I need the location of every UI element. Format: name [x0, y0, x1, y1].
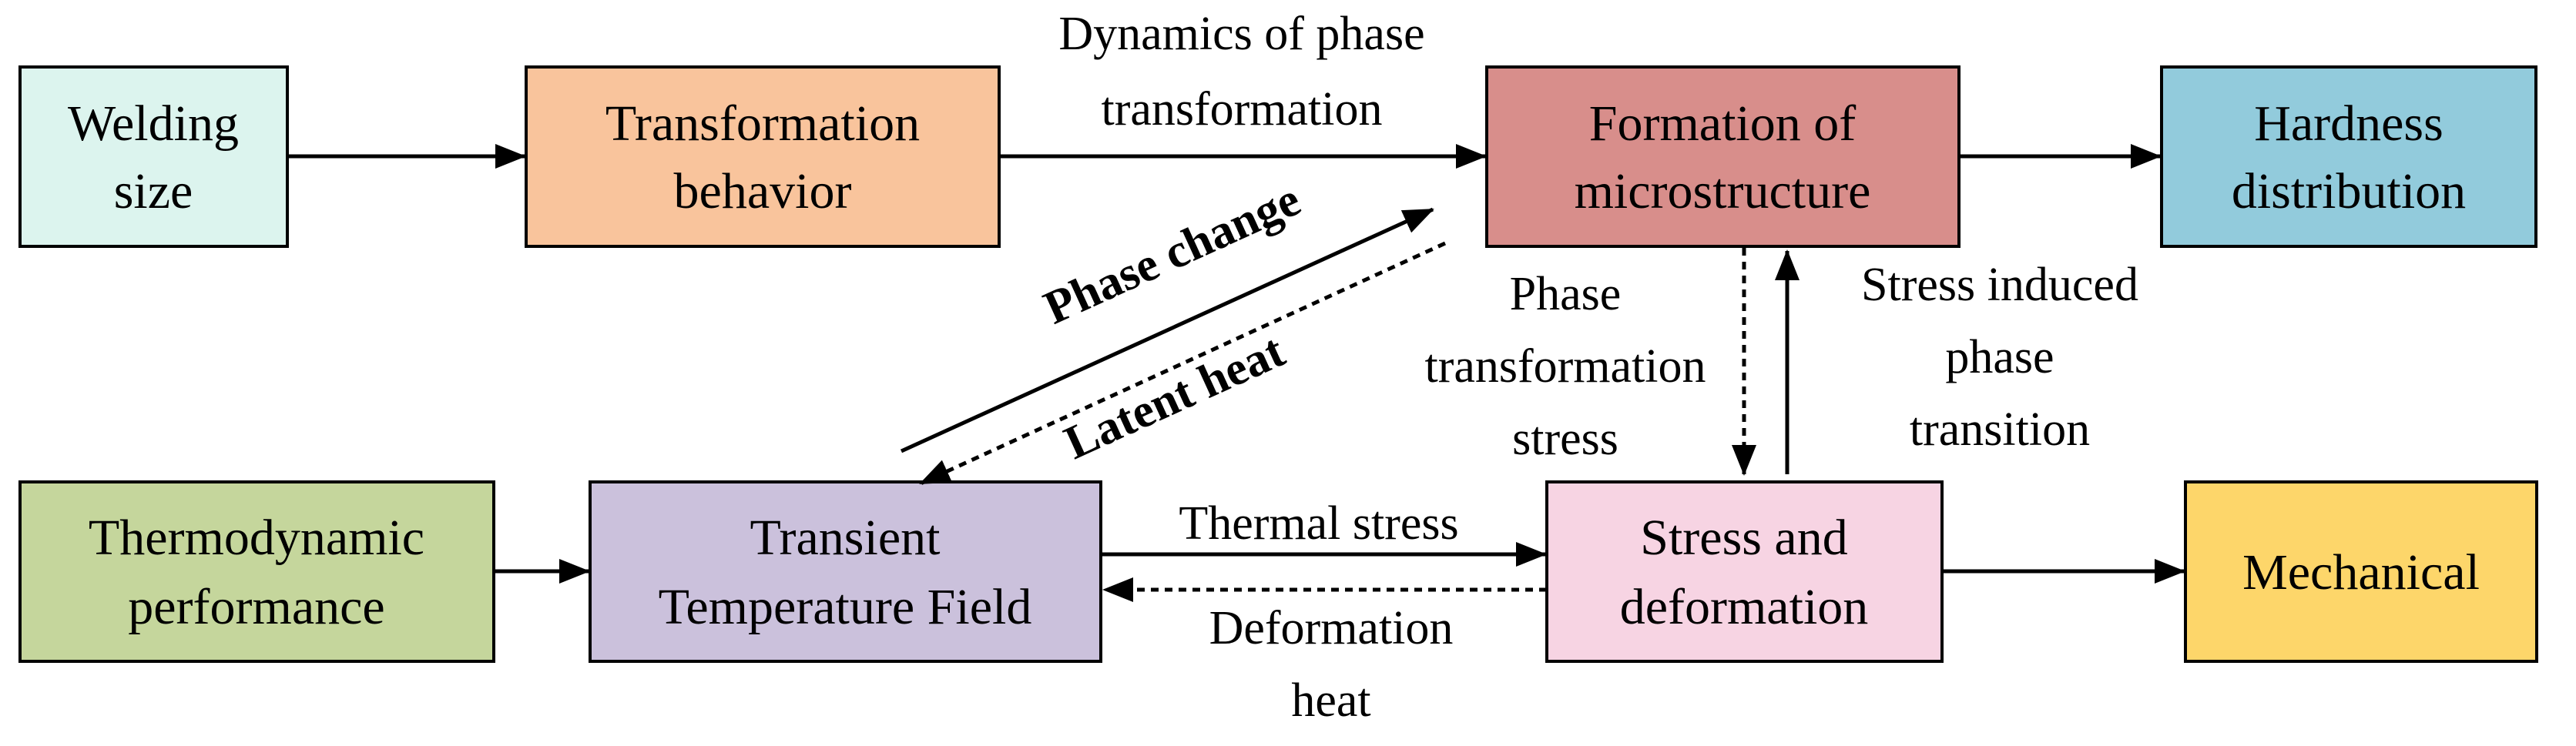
box-welding-size: Welding size: [18, 65, 289, 248]
box-label-line: Formation of: [1589, 95, 1856, 152]
box-transformation-behavior: Transformation behavior: [525, 65, 1001, 248]
box-label-line: Mechanical: [2242, 544, 2480, 600]
box-mechanical: Mechanical: [2184, 480, 2538, 663]
box-label-line: deformation: [1620, 579, 1869, 635]
box-label-line: Transformation: [605, 95, 920, 152]
label-phase-change: Phase change: [1036, 173, 1308, 335]
box-stress-and-deformation: Stress and deformation: [1545, 480, 1944, 663]
box-thermodynamic-performance: Thermodynamic performance: [18, 480, 495, 663]
label-deformation-heat: Deformation: [1209, 602, 1454, 654]
label-deformation-heat: heat: [1291, 674, 1370, 727]
arrow-transient-to-formation-phase-change: [900, 207, 1434, 453]
box-label-line: Temperature Field: [659, 579, 1032, 635]
label-phase-transformation-stress: stress: [1512, 413, 1618, 465]
box-label-line: Welding: [68, 95, 239, 152]
label-stress-induced-phase-transition: Stress induced: [1861, 259, 2138, 311]
label-phase-transformation-stress: transformation: [1424, 340, 1706, 393]
box-label-line: size: [114, 163, 193, 219]
label-dynamics-of-phase-transformation: Dynamics of phase: [1058, 8, 1424, 60]
label-latent-heat: Latent heat: [1057, 325, 1293, 470]
label-phase-transformation-stress: Phase: [1510, 268, 1622, 320]
box-label-line: behavior: [674, 163, 852, 219]
box-label-line: Transient: [750, 510, 941, 566]
label-thermal-stress: Thermal stress: [1179, 497, 1458, 550]
box-formation-of-microstructure: Formation of microstructure: [1485, 65, 1961, 248]
box-label-line: performance: [128, 579, 384, 635]
box-label-line: distribution: [2232, 163, 2466, 219]
label-stress-induced-phase-transition: phase: [1945, 331, 2054, 383]
label-dynamics-of-phase-transformation: transformation: [1101, 83, 1382, 135]
box-label-line: Stress and: [1640, 510, 1847, 566]
box-label-line: Hardness: [2254, 95, 2444, 152]
box-transient-temperature-field: Transient Temperature Field: [589, 480, 1102, 663]
label-stress-induced-phase-transition: transition: [1910, 403, 2090, 456]
box-label-line: Thermodynamic: [89, 510, 424, 566]
box-hardness-distribution: Hardness distribution: [2160, 65, 2537, 248]
arrow-formation-to-transient-latent-heat-dashed: [919, 241, 1447, 486]
box-label-line: microstructure: [1575, 163, 1871, 219]
